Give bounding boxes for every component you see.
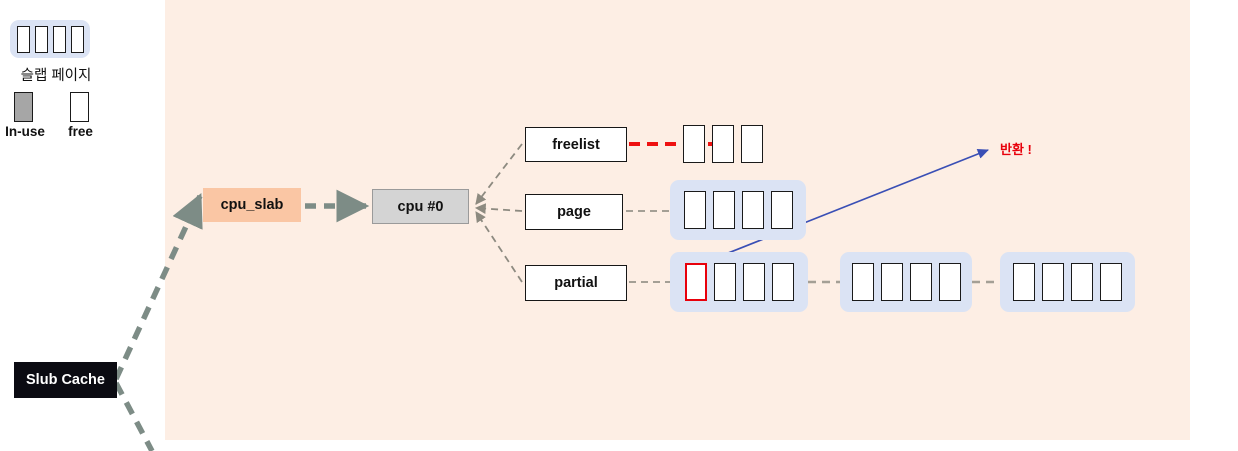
legend-free-label: free (68, 124, 93, 139)
freelist-cell-row (683, 125, 763, 163)
slab-cell-marked (684, 263, 707, 301)
legend-inuse-swatch (14, 92, 33, 122)
slab-cell (771, 263, 794, 301)
freelist-cell (712, 125, 734, 163)
slab-cell (742, 263, 765, 301)
return-annotation-label: 반환 ! (1000, 142, 1032, 157)
slab-cell (741, 191, 764, 229)
legend-inuse-label: In-use (5, 124, 45, 139)
slab-cell (909, 263, 932, 301)
slub-cache-node[interactable]: Slub Cache (14, 362, 117, 398)
slab-cell (880, 263, 903, 301)
page-field-box[interactable]: page (525, 194, 623, 230)
slab-cell (770, 191, 793, 229)
slab-cell (683, 191, 706, 229)
cpu0-node[interactable]: cpu #0 (372, 189, 469, 224)
edge-slubcache-to-node-branch (113, 381, 155, 451)
slab-cell (1071, 263, 1093, 301)
legend-slab-cell (70, 25, 84, 53)
page-slab-page (670, 180, 806, 240)
cpu-slab-node[interactable]: cpu_slab (203, 188, 301, 222)
legend-slab-cell (16, 25, 30, 53)
legend-slab-cell (52, 25, 66, 53)
slab-cell (1013, 263, 1035, 301)
partial-slab-page-2 (840, 252, 972, 312)
legend-slab-page-sample (10, 20, 90, 58)
slab-cell (1042, 263, 1064, 301)
partial-field-box[interactable]: partial (525, 265, 627, 301)
slab-cell (938, 263, 961, 301)
partial-slab-page-3 (1000, 252, 1135, 312)
freelist-cell (741, 125, 763, 163)
partial-slab-page-1 (670, 252, 808, 312)
slab-cell (712, 191, 735, 229)
freelist-cell (683, 125, 705, 163)
slab-cell (713, 263, 736, 301)
freelist-field-box[interactable]: freelist (525, 127, 627, 162)
slab-cell (851, 263, 874, 301)
legend-slab-page-caption: 슬랩 페이지 (20, 68, 92, 84)
legend-slab-cell (34, 25, 48, 53)
slab-cell (1100, 263, 1122, 301)
legend-free-swatch (70, 92, 89, 122)
